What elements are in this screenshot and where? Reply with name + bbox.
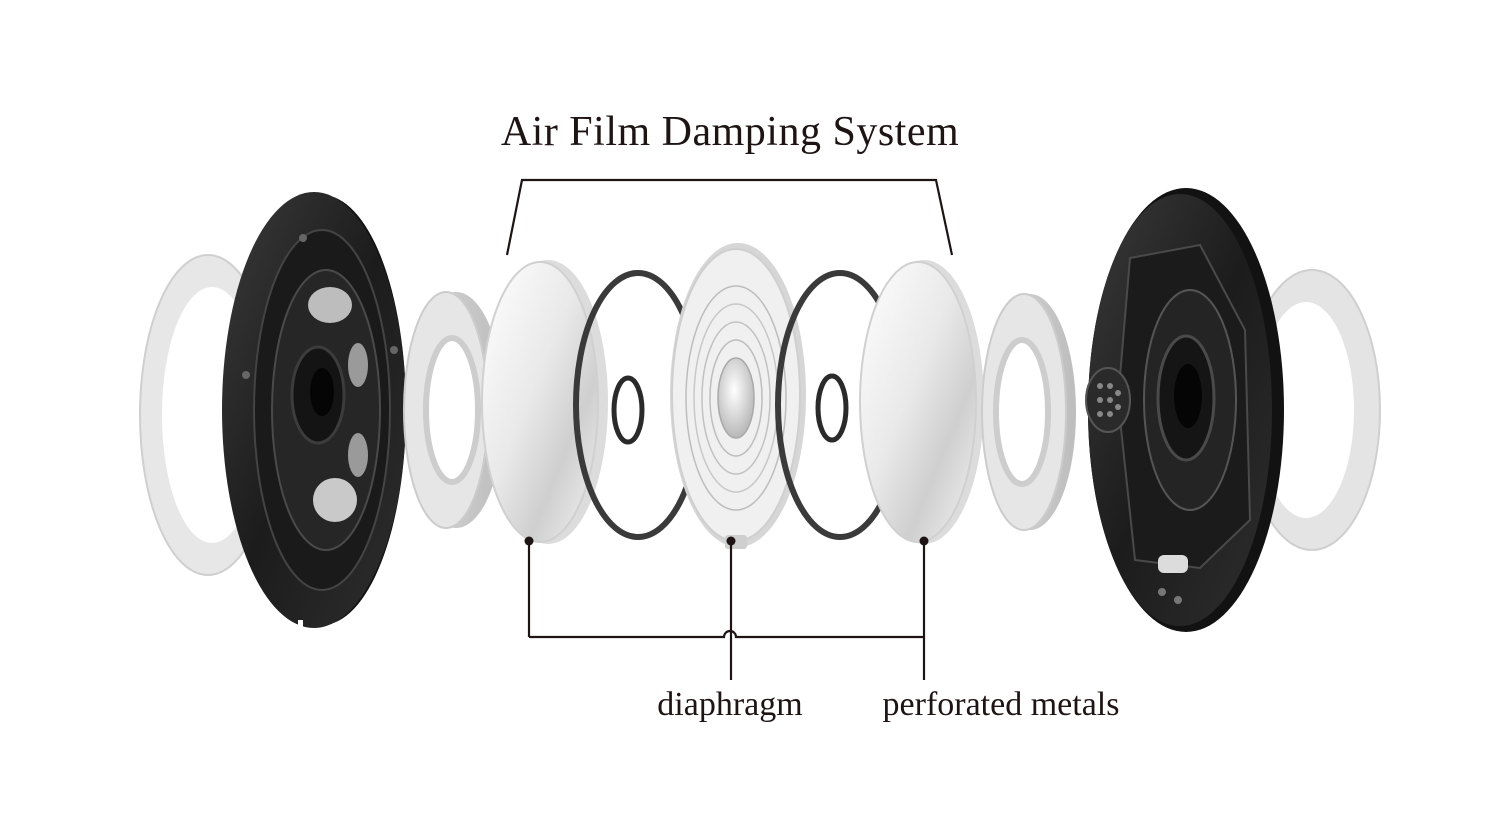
- label-leader-lines: [527, 541, 926, 680]
- left-perforated-metal: [481, 260, 608, 544]
- dot-diaphragm: [726, 536, 736, 546]
- right-spacer-ring: [981, 293, 1076, 531]
- callout-dots: [524, 536, 929, 546]
- air-film-bracket: [505, 178, 954, 256]
- left-spacer-ring: [403, 291, 504, 529]
- left-housing: [222, 192, 406, 638]
- diagram-title: Air Film Damping System: [501, 109, 959, 155]
- dot-right-perforated-metal: [919, 536, 929, 546]
- right-housing-assembly: [1085, 188, 1381, 632]
- right-housing: [1085, 188, 1284, 632]
- label-perforated-metals: perforated metals: [883, 686, 1120, 723]
- left-housing-assembly: [139, 192, 406, 638]
- right-perforated-metal: [859, 260, 984, 544]
- diaphragm-part: [670, 243, 806, 549]
- dot-left-perforated-metal: [524, 536, 534, 546]
- right-o-ring-small: [815, 373, 849, 443]
- label-diaphragm: diaphragm: [657, 686, 802, 723]
- left-o-ring-small: [611, 375, 645, 445]
- vent-grille: [1085, 367, 1131, 433]
